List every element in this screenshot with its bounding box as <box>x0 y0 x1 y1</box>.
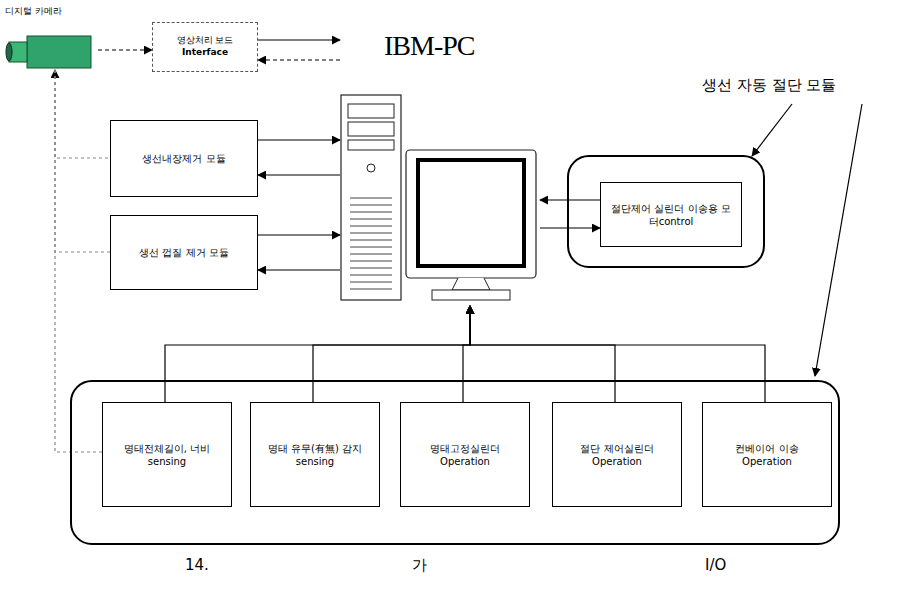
connector <box>258 234 340 235</box>
node-text: 생선내장제거 모듈 <box>142 152 225 165</box>
module-group: 절단제어 실린더 이송용 모터control <box>567 155 765 268</box>
caption-text: I/O <box>703 556 728 574</box>
tower-case <box>341 95 401 300</box>
vent-line <box>350 254 392 255</box>
connector <box>98 49 152 50</box>
io-box: 명태전체길이, 너비sensing <box>102 402 232 507</box>
computer-illustration <box>340 28 540 306</box>
leader-arrow <box>752 104 792 156</box>
leader-arrows <box>752 104 862 376</box>
vent-line <box>350 226 392 227</box>
vent-line <box>350 205 392 206</box>
control-box: 절단제어 실린더 이송용 모터control <box>600 182 742 247</box>
io-box: 명태 유무(有無) 감지 sensing <box>250 402 380 507</box>
process-box: 생선내장제거 모듈 <box>110 120 258 197</box>
node-text: 컨베이어 이송 Operation <box>709 442 825 468</box>
node-text: 영상처리 보드 <box>177 35 234 47</box>
node-text: 명태전체길이, 너비sensing <box>109 442 225 468</box>
drive-bay <box>348 122 394 136</box>
node-text: 절단 제어실린더 Operation <box>559 442 675 468</box>
io-box: 절단 제어실린더 Operation <box>552 402 682 507</box>
camera-body <box>27 36 91 68</box>
caption-number: 14. <box>183 556 211 574</box>
node-text: IBM-PC <box>384 28 474 64</box>
vent-line <box>350 233 392 234</box>
node-text: 절단제어 실린더 이송용 모터control <box>607 202 735 228</box>
label-callout: 생선 자동 절단 모듈 <box>700 76 838 95</box>
lens-glass <box>6 43 12 61</box>
connector <box>258 174 340 175</box>
vent-line <box>350 282 392 283</box>
io-box: 명태고정실린더 Operation <box>400 402 530 507</box>
drive-bay <box>348 104 394 118</box>
vent-line <box>350 219 392 220</box>
connector <box>258 139 340 140</box>
process-box: 생선 껍질 제거 모듈 <box>110 215 258 290</box>
vent-line <box>350 261 392 262</box>
node-text: Interface <box>182 47 228 59</box>
connector <box>463 306 470 402</box>
monitor-frame <box>406 150 536 278</box>
leader-arrow <box>815 104 862 376</box>
monitor-neck <box>452 278 490 290</box>
connector <box>55 70 102 452</box>
vent-line <box>350 275 392 276</box>
node-text: 생선 껍질 제거 모듈 <box>139 246 229 259</box>
io-box: 컨베이어 이송 Operation <box>702 402 832 507</box>
caption-text: 가 <box>410 556 429 575</box>
connector <box>470 306 615 402</box>
connector <box>258 59 340 60</box>
drive-bay <box>348 140 394 150</box>
connector <box>165 306 470 402</box>
connector <box>258 39 340 40</box>
vent-line <box>350 268 392 269</box>
connector <box>55 70 110 158</box>
vent-line <box>350 212 392 213</box>
connector <box>540 227 600 228</box>
vent-line <box>350 289 392 290</box>
connector <box>55 70 110 252</box>
connector <box>540 199 600 200</box>
connector <box>313 306 470 402</box>
node-text: 디지털 카메라 <box>5 6 62 18</box>
vent-line <box>350 198 392 199</box>
connector <box>258 269 340 270</box>
connector <box>470 306 765 402</box>
power-button <box>367 164 375 172</box>
module-group: 명태전체길이, 너비sensing 명태 유무(有無) 감지 sensing 명태고… <box>70 380 840 545</box>
interface-box: 영상처리 보드Interface <box>152 22 258 72</box>
camera-node: 디지털 카메라 <box>3 4 98 70</box>
vent-line <box>350 247 392 248</box>
monitor-screen <box>418 160 524 266</box>
monitor-base <box>432 290 510 300</box>
node-text: 명태 유무(有無) 감지 sensing <box>257 442 373 468</box>
node-text: 명태고정실린더 Operation <box>407 442 523 468</box>
computer-node: IBM-PC <box>340 28 540 306</box>
vent-line <box>350 240 392 241</box>
